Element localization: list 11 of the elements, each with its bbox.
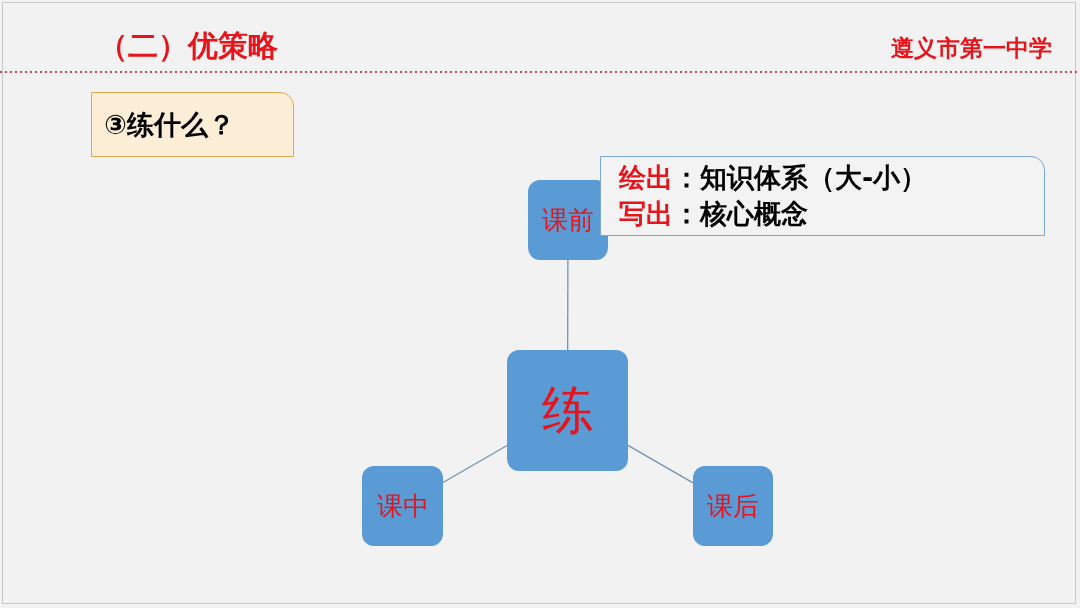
note-box: 绘出：知识体系（大-小） 写出：核心概念 — [600, 156, 1045, 236]
school-name: 遵义市第一中学 — [891, 34, 1052, 63]
center-box: 练 — [507, 350, 628, 471]
stage-box: 课后 — [693, 466, 773, 546]
connector-line — [442, 444, 508, 484]
connector-line — [567, 259, 569, 351]
question-box: ③练什么？ — [91, 92, 294, 157]
stage-box: 课前 — [528, 180, 608, 260]
connector-line — [627, 444, 694, 484]
stage-box: 课中 — [362, 466, 443, 546]
slide-title: （二）优策略 — [98, 27, 278, 65]
